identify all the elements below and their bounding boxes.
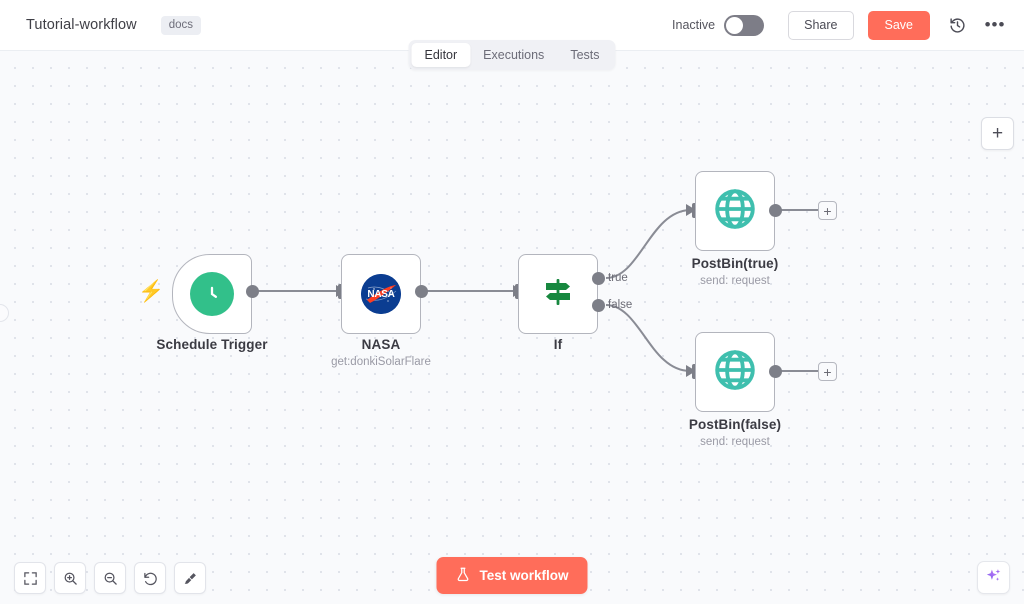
port-label-true: true	[608, 272, 628, 284]
signpost-filter-icon	[538, 272, 578, 317]
history-icon[interactable]	[944, 12, 970, 38]
node-postbin-true[interactable]	[695, 171, 775, 251]
port-out-if-true[interactable]	[592, 272, 605, 285]
test-workflow-button[interactable]: Test workflow	[436, 557, 588, 594]
nasa-wordmark: NASA	[367, 288, 395, 300]
share-button[interactable]: Share	[788, 10, 854, 40]
trigger-lightning-bolt-icon: ⚡	[138, 280, 165, 303]
activation-status-label: Inactive	[672, 18, 716, 32]
node-nasa[interactable]: NASA	[341, 254, 421, 334]
fit-to-view-icon[interactable]	[14, 562, 46, 594]
canvas-toolbar	[14, 562, 206, 594]
add-node-after-postbin-false[interactable]: +	[818, 362, 837, 381]
node-label-schedule-trigger: Schedule Trigger	[156, 337, 268, 352]
nasa-logo-icon: NASA	[361, 274, 401, 314]
header-actions: Inactive Share Save •••	[672, 10, 1008, 40]
editor-tabs: Editor Executions Tests	[408, 40, 616, 70]
save-button[interactable]: Save	[867, 10, 930, 40]
toggle-knob	[726, 16, 744, 34]
app-header: Tutorial-workflow docs Inactive Share Sa…	[0, 0, 1024, 51]
clock-icon	[190, 272, 234, 316]
node-subtitle-postbin-false: send: request	[700, 436, 770, 448]
node-label-postbin-true: PostBin(true)	[691, 256, 779, 271]
node-label-postbin-false: PostBin(false)	[688, 417, 782, 432]
port-out-postbin-false[interactable]	[769, 365, 782, 378]
zoom-out-icon[interactable]	[94, 562, 126, 594]
port-label-false: false	[608, 299, 633, 311]
reset-zoom-icon[interactable]	[134, 562, 166, 594]
test-workflow-label: Test workflow	[479, 568, 569, 583]
activation-toggle-group[interactable]: Inactive	[672, 14, 765, 36]
node-if[interactable]	[518, 254, 598, 334]
workflow-tag-docs[interactable]: docs	[160, 15, 202, 35]
tab-editor[interactable]: Editor	[411, 43, 471, 67]
more-options-icon[interactable]: •••	[984, 15, 1006, 34]
node-subtitle-postbin-true: send: request	[700, 275, 770, 287]
connection-edges	[250, 204, 818, 377]
add-node-button[interactable]: +	[981, 117, 1014, 150]
port-out-postbin-true[interactable]	[769, 204, 782, 217]
port-out-schedule-trigger[interactable]	[246, 285, 259, 298]
workflow-title[interactable]: Tutorial-workflow	[26, 17, 137, 33]
tab-executions[interactable]: Executions	[483, 48, 545, 62]
tidy-up-icon[interactable]	[174, 562, 206, 594]
node-schedule-trigger[interactable]	[172, 254, 252, 334]
port-out-nasa[interactable]	[415, 285, 428, 298]
activation-toggle[interactable]	[724, 14, 765, 36]
add-node-after-postbin-true[interactable]: +	[818, 201, 837, 220]
ai-assistant-button[interactable]	[977, 561, 1010, 594]
sparkles-icon	[984, 566, 1003, 590]
globe-icon	[712, 186, 758, 237]
workflow-canvas[interactable]: ⚡ Schedule Trigger	[0, 51, 1024, 604]
globe-icon	[712, 347, 758, 398]
node-label-nasa: NASA	[361, 337, 401, 352]
zoom-in-icon[interactable]	[54, 562, 86, 594]
node-postbin-false[interactable]	[695, 332, 775, 412]
port-out-if-false[interactable]	[592, 299, 605, 312]
node-subtitle-nasa: get:donkiSolarFlare	[331, 356, 431, 368]
tab-tests[interactable]: Tests	[570, 48, 600, 62]
flask-icon	[455, 567, 470, 585]
node-label-if: If	[553, 337, 563, 352]
